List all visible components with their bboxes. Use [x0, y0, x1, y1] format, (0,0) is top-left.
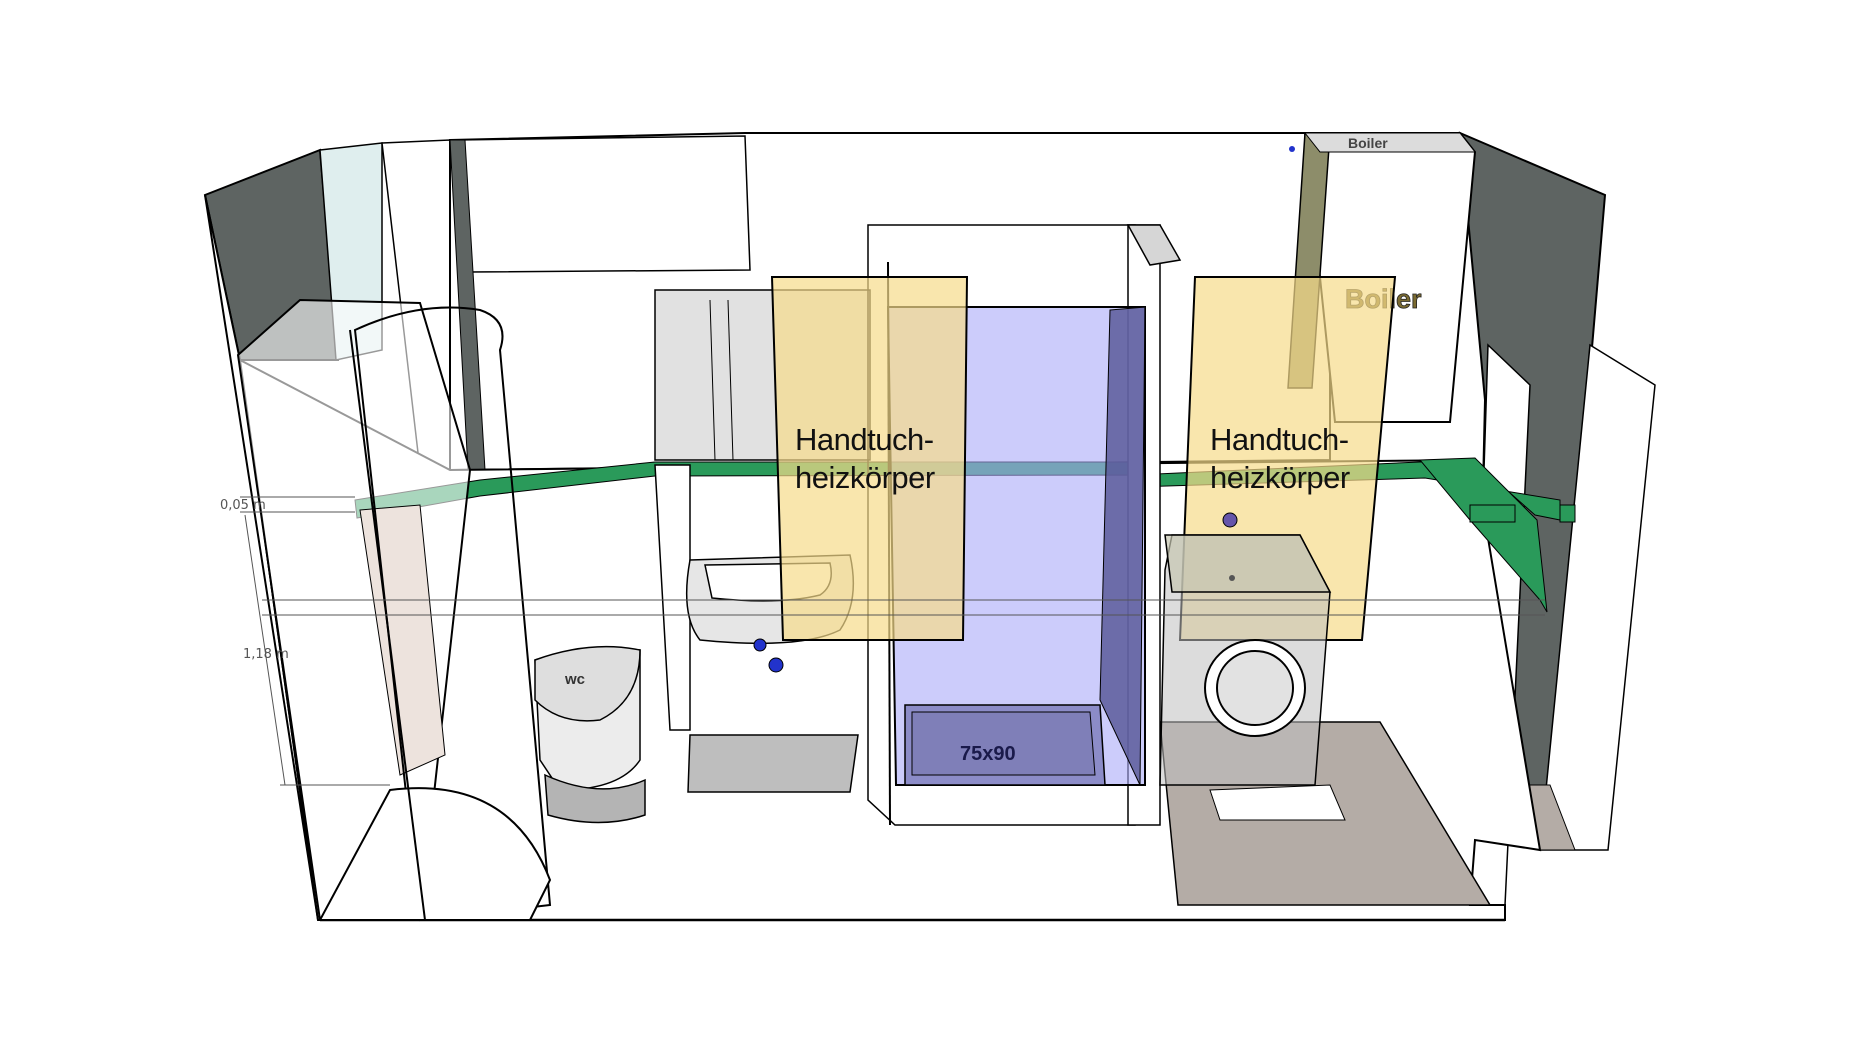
- svg-text:Handtuch- heizkörper: Handtuch- heizkörper: [1210, 422, 1357, 495]
- washing-machine: [1159, 534, 1332, 786]
- wc: wc: [534, 645, 646, 824]
- wall-marker-dot: [1289, 146, 1295, 152]
- water-outlet-1: [753, 638, 767, 652]
- boiler-top-label: Boiler: [1348, 135, 1388, 151]
- dimension-tile-band: 0,05 m: [220, 498, 266, 513]
- dimension-wall-height: 1,18 m: [243, 647, 289, 662]
- wc-label: wc: [564, 671, 585, 688]
- towel-heater-left-line1: Handtuch-: [795, 422, 934, 457]
- water-outlet-2: [768, 657, 784, 673]
- shower-tray-label: 75x90: [960, 743, 1016, 765]
- shower-enclosure-left: [236, 298, 552, 922]
- towel-heater-right-line2: heizkörper: [1210, 460, 1350, 495]
- dimension-lines: 0,05 m 1,18 m: [220, 496, 1545, 786]
- towel-heater-left-line2: heizkörper: [795, 460, 935, 495]
- towel-heater-left: Handtuch- heizkörper: [770, 276, 969, 641]
- right-side-panel: [1209, 784, 1346, 821]
- connection-point: [1222, 512, 1238, 528]
- left-wall: [203, 139, 471, 921]
- towel-heater-right-line1: Handtuch-: [1210, 422, 1349, 457]
- svg-text:Handtuch- heizkörper: Handtuch- heizkörper: [795, 422, 942, 495]
